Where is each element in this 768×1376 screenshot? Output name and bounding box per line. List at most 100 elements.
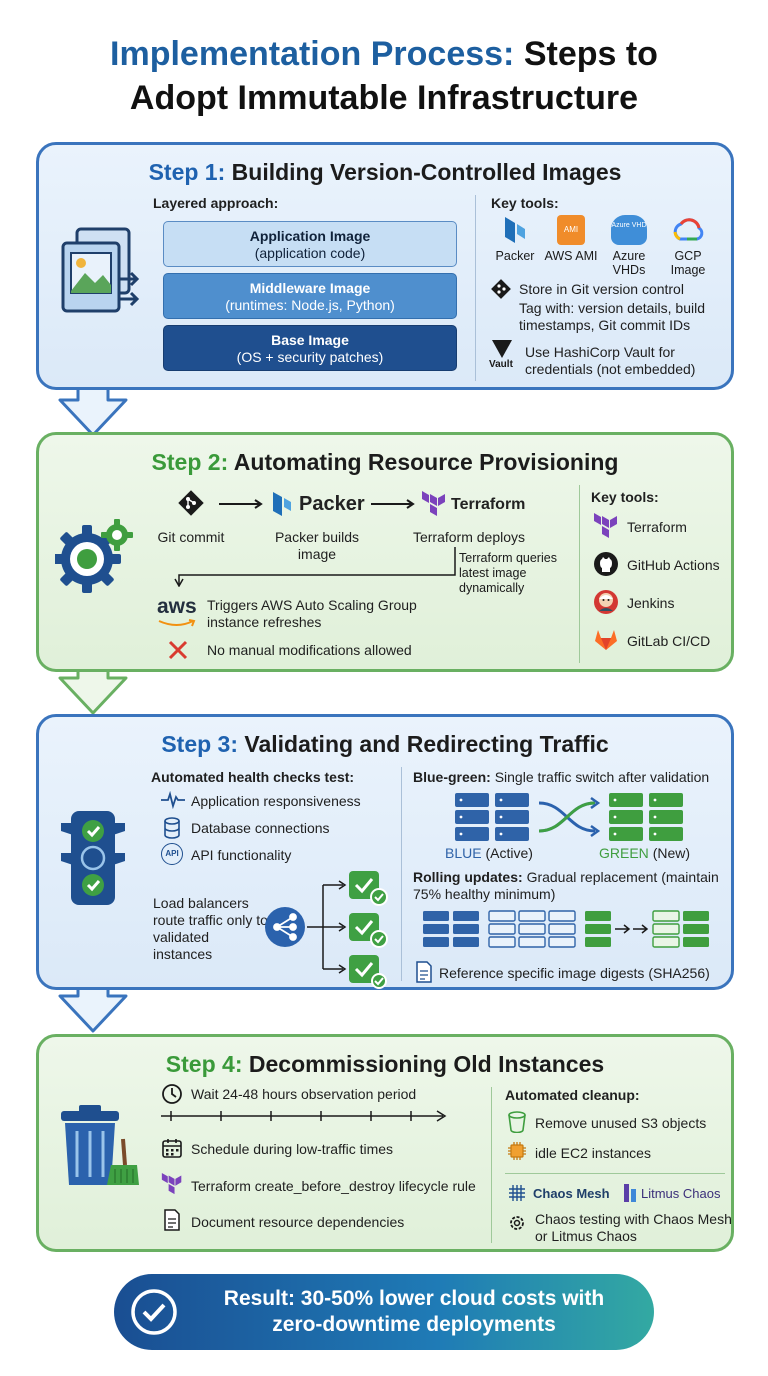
pulse-icon xyxy=(161,791,185,809)
green-state: (New) xyxy=(652,845,691,861)
step4-card: Step 4: Decommissioning Old Instances Wa… xyxy=(36,1034,734,1252)
vault-icon xyxy=(492,340,512,358)
github-icon xyxy=(594,552,618,576)
chip-icon xyxy=(508,1142,526,1160)
check-database-connections: Database connections xyxy=(191,820,330,836)
step4-heading: Step 4: Decommissioning Old Instances xyxy=(165,1051,605,1077)
git-icon xyxy=(178,490,204,516)
terraform-icon xyxy=(422,491,445,516)
terraform-query-note: Terraform queries latest image dynamical… xyxy=(459,551,557,595)
rolling-updates-label: Rolling updates: xyxy=(413,869,523,885)
blue-green-diagram xyxy=(455,793,683,841)
trash-can-broom-icon xyxy=(61,1105,139,1185)
document-icon xyxy=(164,1209,180,1231)
tool-aws-ami-label: AWS AMI xyxy=(544,249,598,263)
load-balancer-diagram xyxy=(265,871,388,989)
git-icon xyxy=(491,279,511,299)
tool-terraform-label: Terraform xyxy=(627,519,687,535)
git-tag-text: Tag with: version details, build timesta… xyxy=(519,300,705,333)
blue-green-label: Blue-green: xyxy=(413,769,491,785)
tool-jenkins-label: Jenkins xyxy=(627,595,675,611)
chaos-mesh-icon xyxy=(509,1185,525,1201)
s3-bucket-icon xyxy=(508,1111,526,1133)
packer-logo-text: Packer xyxy=(299,493,365,515)
jenkins-icon xyxy=(594,590,618,614)
image-files-icon xyxy=(61,227,140,313)
step1-heading: Step 1: Building Version-Controlled Imag… xyxy=(148,159,622,185)
step2-heading: Step 2: Automating Resource Provisioning xyxy=(151,449,619,475)
blue-state: (Active) xyxy=(485,845,533,861)
title-part: Steps to xyxy=(523,35,658,73)
document-dependencies-text: Document resource dependencies xyxy=(191,1214,405,1230)
clock-icon xyxy=(162,1084,182,1104)
step1-card: Step 1: Building Version-Controlled Imag… xyxy=(36,142,734,390)
aws-asg-text: Triggers AWS Auto Scaling Group instance… xyxy=(207,597,417,630)
rolling-updates-diagram xyxy=(423,910,709,948)
layered-approach-label: Layered approach: xyxy=(153,195,279,211)
blue-label: BLUE xyxy=(445,845,482,861)
azure-vhd-icon: Azure VHD xyxy=(611,215,647,245)
gcp-icon xyxy=(673,218,704,241)
close-icon xyxy=(168,640,188,660)
title-line2: Adopt Immutable Infrastructure xyxy=(129,79,639,117)
page-title: Implementation Process: Steps to Adopt I… xyxy=(0,32,768,120)
flow-terraform-label: Terraform deploys xyxy=(412,529,526,545)
step2-key-tools-label: Key tools: xyxy=(591,489,659,505)
aws-ami-icon: AMI xyxy=(557,215,585,245)
ec2-cleanup-text: idle EC2 instances xyxy=(535,1145,651,1161)
observation-period-text: Wait 24-48 hours observation period xyxy=(191,1086,417,1102)
gitlab-icon xyxy=(595,630,617,650)
blue-green-text: Single traffic switch after validation xyxy=(494,769,710,785)
tool-packer-label: Packer xyxy=(495,249,535,263)
application-image-layer: Application Image(application code) xyxy=(163,221,457,267)
health-checks-label: Automated health checks test: xyxy=(151,769,355,785)
vault-logo-text: Vault xyxy=(489,359,513,370)
litmus-icon xyxy=(624,1184,636,1202)
check-api-functionality: API functionality xyxy=(191,847,292,863)
result-banner: Result: 30-50% lower cloud costs with ze… xyxy=(114,1274,654,1350)
middleware-image-layer: Middleware Image(runtimes: Node.js, Pyth… xyxy=(163,273,457,319)
git-storage-text: Store in Git version control xyxy=(519,281,684,297)
litmus-chaos-logo: Litmus Chaos xyxy=(641,1186,721,1201)
database-icon xyxy=(164,817,180,839)
tool-github-actions-label: GitHub Actions xyxy=(627,557,720,573)
terraform-logo-text: Terraform xyxy=(451,496,526,513)
s3-cleanup-text: Remove unused S3 objects xyxy=(535,1115,707,1131)
terraform-icon xyxy=(161,1173,182,1195)
aws-smile-icon xyxy=(158,619,196,627)
document-icon xyxy=(416,961,432,983)
tool-gcp-label: GCP Image xyxy=(670,249,706,277)
result-text: Result: 30-50% lower cloud costs with ze… xyxy=(223,1287,605,1336)
automated-cleanup-label: Automated cleanup: xyxy=(505,1087,640,1103)
chaos-mesh-logo: Chaos Mesh xyxy=(533,1186,610,1201)
base-image-layer: Base Image(OS + security patches) xyxy=(163,325,457,371)
step1-key-tools-label: Key tools: xyxy=(491,195,559,211)
api-icon: API xyxy=(161,843,183,865)
tool-gitlab-label: GitLab CI/CD xyxy=(627,633,711,649)
no-manual-text: No manual modifications allowed xyxy=(207,642,412,658)
packer-icon xyxy=(273,492,291,516)
step2-card: Step 2: Automating Resource Provisioning… xyxy=(36,432,734,672)
automation-gears-icon xyxy=(55,519,133,593)
vault-text: Use HashiCorp Vault for credentials (not… xyxy=(525,344,696,377)
title-highlight: Implementation Process: xyxy=(110,35,515,73)
flow-arrow-1 xyxy=(219,499,263,509)
step3-card: Step 3: Validating and Redirecting Traff… xyxy=(36,714,734,990)
image-digest-text: Reference specific image digests (SHA256… xyxy=(439,965,710,981)
rolling-updates-text: Gradual replacement (maintain 75% health… xyxy=(413,869,719,902)
schedule-text: Schedule during low-traffic times xyxy=(191,1141,394,1157)
green-label: GREEN xyxy=(599,845,649,861)
step3-heading: Step 3: Validating and Redirecting Traff… xyxy=(161,731,609,757)
terraform-icon xyxy=(594,513,617,538)
calendar-icon xyxy=(162,1139,182,1158)
flow-arrow-2 xyxy=(371,499,415,509)
aws-logo: aws xyxy=(157,595,197,618)
flow-packer-label: Packer builds image xyxy=(274,529,360,562)
check-circle-icon xyxy=(131,1289,177,1335)
packer-icon xyxy=(505,217,525,243)
feedback-connector xyxy=(174,547,456,587)
chaos-testing-text: Chaos testing with Chaos Mesh or Litmus … xyxy=(535,1211,732,1244)
create-before-destroy-text: Terraform create_before_destroy lifecycl… xyxy=(191,1178,476,1194)
check-app-responsiveness: Application responsiveness xyxy=(191,793,361,809)
load-balancer-text: Load balancers route traffic only to val… xyxy=(153,895,268,962)
